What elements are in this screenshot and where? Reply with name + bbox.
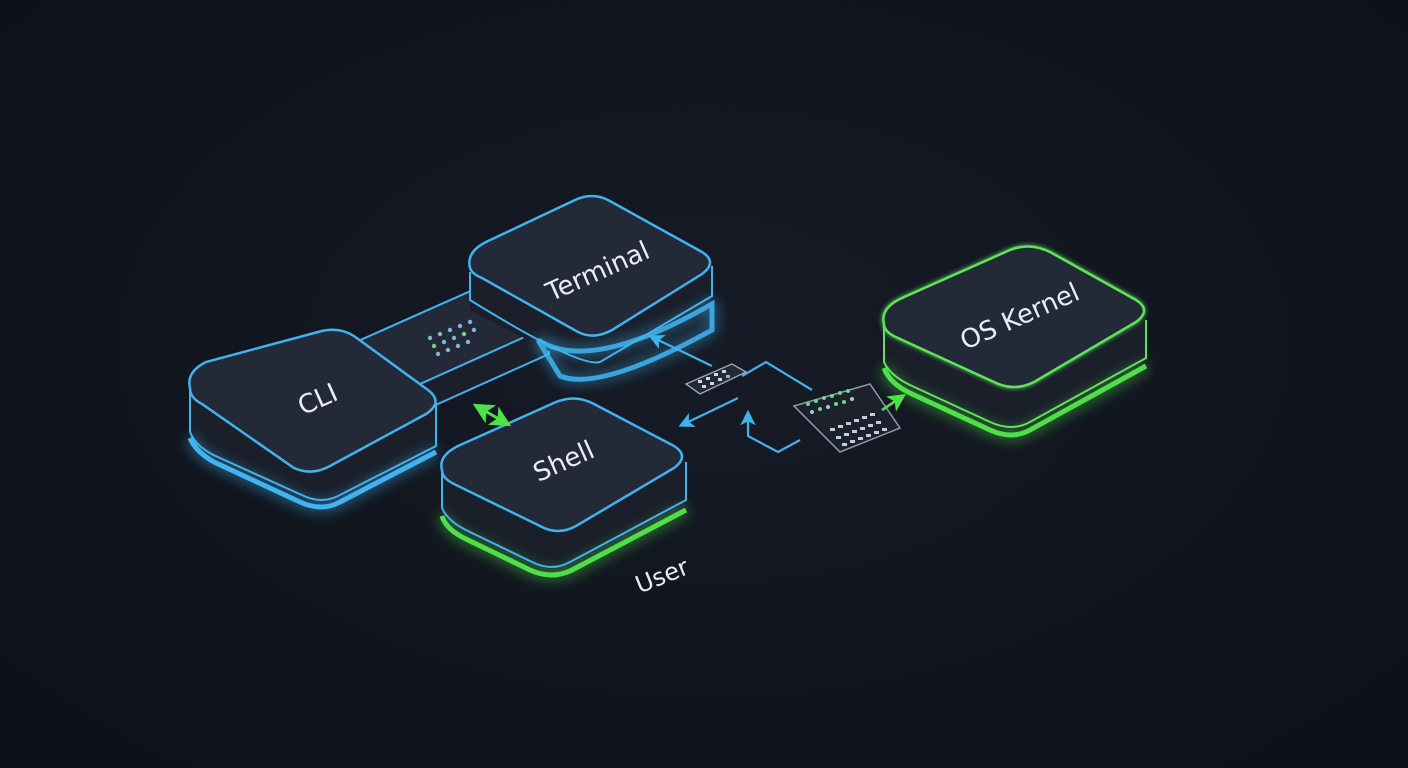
slab-dot-grid (427, 319, 477, 357)
loop-upper (741, 360, 813, 391)
arrow-to-shell (678, 397, 739, 427)
terminal-box: Terminal (468, 194, 715, 382)
cli-box: CLI (187, 328, 438, 510)
keyboard-panel-icon (792, 383, 902, 453)
cli-shell-bidirectional-arrow (472, 403, 512, 427)
user-caption: User (631, 553, 692, 600)
shell-box: Shell (439, 397, 688, 578)
loop-lower (740, 409, 801, 454)
arrow-to-os-kernel (881, 393, 907, 412)
os-kernel-box: OS Kernel (881, 245, 1148, 438)
flow-lines (648, 335, 813, 454)
small-device-icon (684, 363, 748, 395)
arrow-to-terminal (648, 335, 713, 367)
